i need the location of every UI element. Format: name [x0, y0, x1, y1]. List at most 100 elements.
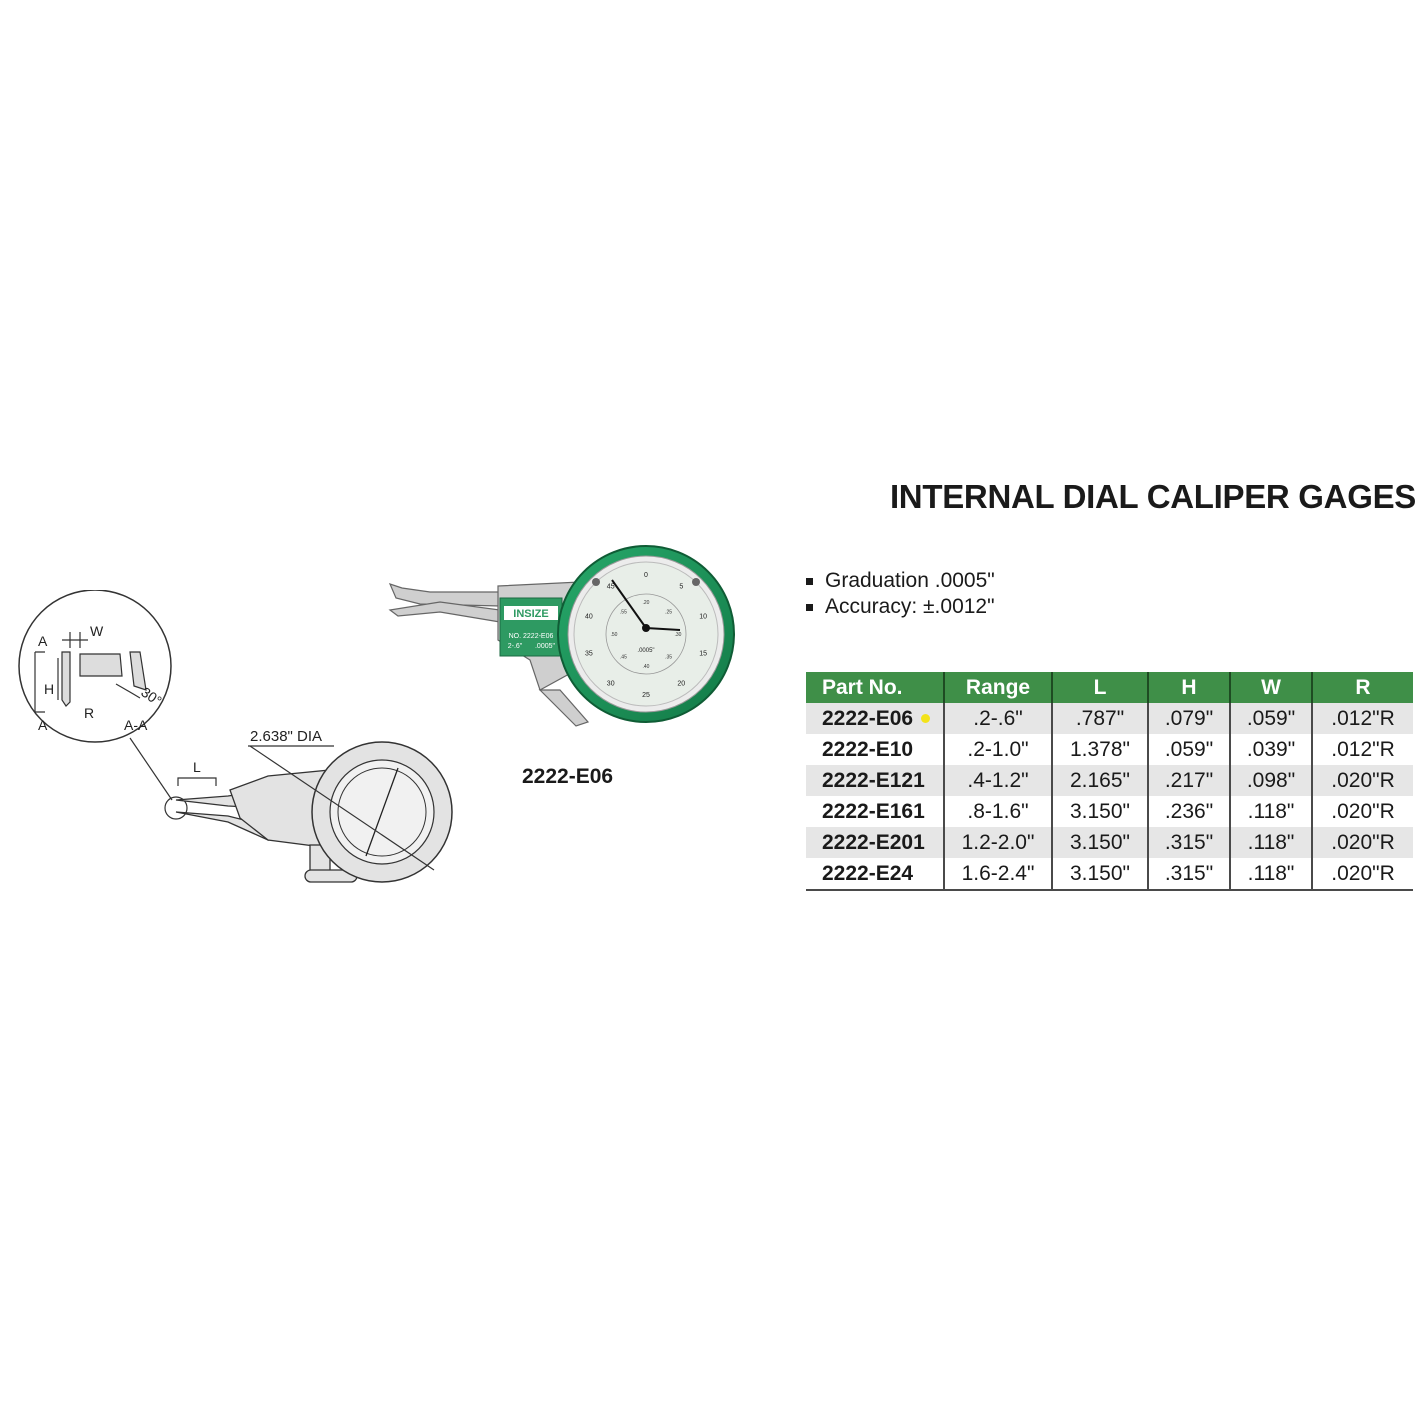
gauge-outer-number: 40: [585, 614, 593, 621]
detail-circle: [18, 590, 172, 743]
cell-h: .059": [1147, 734, 1230, 765]
l-label: L: [193, 759, 201, 775]
cell-h: .079": [1147, 703, 1230, 734]
gauge-inner-number: .55: [620, 609, 627, 615]
cell-r: .020"R: [1311, 827, 1413, 858]
spec-graduation: Graduation .0005": [825, 569, 995, 592]
table-row: 2222-E161 .8-1.6" 3.150" .236" .118" .02…: [806, 796, 1413, 827]
cell-l: 3.150": [1051, 827, 1148, 858]
cell-r: .012"R: [1311, 703, 1413, 734]
drawing-dial-needle: [365, 767, 399, 857]
cell-range: .2-.6": [943, 703, 1052, 734]
header-range: Range: [943, 672, 1052, 703]
cell-r: .020"R: [1311, 858, 1413, 891]
cell-part: 2222-E06: [806, 703, 944, 734]
cell-l: 1.378": [1051, 734, 1148, 765]
detail-label-w: W: [90, 623, 104, 639]
gauge-inner-number: .20: [643, 600, 650, 606]
gauge-outer-number: 0: [644, 572, 648, 579]
gauge-needle-hub: [642, 624, 650, 632]
gauge-tolerance-mark-left: [592, 578, 600, 586]
table-row: 2222-E24 1.6-2.4" 3.150" .315" .118" .02…: [806, 858, 1413, 891]
header-part-no: Part No.: [806, 672, 944, 703]
detail-leader-line: [129, 737, 173, 801]
header-w: W: [1229, 672, 1312, 703]
tip-marker-circle: [164, 796, 188, 820]
gauge-range-plate: 2-.6": [508, 643, 523, 650]
tip-section-detail: [34, 632, 147, 713]
product-photo: INSIZE NO. 2222-E06 2-.6" .0005" 0 5 10 15 2…: [388, 545, 735, 727]
cell-range: 1.2-2.0": [943, 827, 1052, 858]
part-number: 2222-E06: [822, 706, 914, 730]
cell-l: .787": [1051, 703, 1148, 734]
cell-r: .020"R: [1311, 796, 1413, 827]
spec-list: Graduation .0005" Accuracy: ±.0012": [806, 568, 995, 620]
cell-w: .059": [1229, 703, 1312, 734]
cell-w: .118": [1229, 796, 1312, 827]
gauge-grad-plate: .0005": [535, 643, 556, 650]
header-r: R: [1311, 672, 1413, 703]
gauge-outer-number: 25: [642, 692, 650, 699]
cell-w: .098": [1229, 765, 1312, 796]
cell-l: 2.165": [1051, 765, 1148, 796]
cell-w: .118": [1229, 827, 1312, 858]
cell-range: .4-1.2": [943, 765, 1052, 796]
cell-part: 2222-E10: [806, 734, 944, 765]
cell-h: .315": [1147, 858, 1230, 891]
gauge-brand-logo: INSIZE: [513, 608, 548, 620]
gauge-inner-numbers: .20 .25 .30 .35 .40 .45 .50 .55: [611, 600, 682, 670]
cell-range: 1.6-2.4": [943, 858, 1052, 891]
spec-table: Part No. Range L H W R 2222-E06 .2-.6" .…: [806, 672, 1413, 891]
header-l: L: [1051, 672, 1148, 703]
cell-r: .012"R: [1311, 734, 1413, 765]
cell-range: .2-1.0": [943, 734, 1052, 765]
dia-leader-line: [249, 745, 435, 871]
cell-part: 2222-E201: [806, 827, 944, 858]
cell-part: 2222-E121: [806, 765, 944, 796]
detail-label-r: R: [84, 705, 94, 721]
gauge-inner-number: .35: [665, 655, 672, 661]
gauge-face-grad: .0005": [637, 648, 654, 654]
gauge-outer-number: 45: [607, 584, 615, 591]
gauge-inner-number: .50: [611, 632, 618, 638]
detail-label-a-bottom: A: [38, 717, 48, 733]
cell-w: .118": [1229, 858, 1312, 891]
detail-label-h: H: [44, 681, 54, 697]
spec-item: Graduation .0005": [806, 568, 995, 594]
gauge-outer-number: 5: [679, 584, 683, 591]
gauge-inner-number: .25: [665, 609, 672, 615]
cell-l: 3.150": [1051, 858, 1148, 891]
technical-drawing: A W H R A A-A 30° L 2.638" DIA: [18, 590, 453, 883]
gauge-outer-number: 30: [607, 681, 615, 688]
gauge-needle: [611, 579, 647, 629]
spec-accuracy: Accuracy: ±.0012": [825, 595, 995, 618]
table-row: 2222-E201 1.2-2.0" 3.150" .315" .118" .0…: [806, 827, 1413, 858]
l-dimension: [177, 777, 217, 786]
yellow-dot-icon: [921, 714, 931, 724]
cell-part: 2222-E24: [806, 858, 944, 891]
product-title: INTERNAL DIAL CALIPER GAGES: [889, 478, 1416, 515]
dia-label: 2.638" DIA: [250, 728, 322, 745]
table-header-row: Part No. Range L H W R: [806, 672, 1413, 703]
header-h: H: [1147, 672, 1230, 703]
gauge-outer-number: 35: [585, 651, 593, 658]
cell-h: .236": [1147, 796, 1230, 827]
gauge-inner-number: .45: [620, 655, 627, 661]
table-row: 2222-E06 .2-.6" .787" .079" .059" .012"R: [806, 703, 1413, 734]
cell-range: .8-1.6": [943, 796, 1052, 827]
gauge-tolerance-mark-right: [692, 578, 700, 586]
spec-item: Accuracy: ±.0012": [806, 594, 995, 620]
gauge-outer-number: 10: [699, 614, 707, 621]
gauge-outer-number: 15: [699, 651, 707, 658]
cell-l: 3.150": [1051, 796, 1148, 827]
gauge-plate: INSIZE NO. 2222-E06 2-.6" .0005": [499, 597, 563, 657]
gauge-model-plate: NO. 2222-E06: [509, 633, 554, 640]
gauge-inner-ring: [605, 593, 687, 675]
cell-part: 2222-E161: [806, 796, 944, 827]
model-caption: 2222-E06: [522, 765, 614, 788]
table-row: 2222-E121 .4-1.2" 2.165" .217" .098" .02…: [806, 765, 1413, 796]
table-row: 2222-E10 .2-1.0" 1.378" .059" .039" .012…: [806, 734, 1413, 765]
gauge-inner-number: .30: [675, 632, 682, 638]
cell-w: .039": [1229, 734, 1312, 765]
gauge-inner-number: .40: [643, 664, 650, 670]
